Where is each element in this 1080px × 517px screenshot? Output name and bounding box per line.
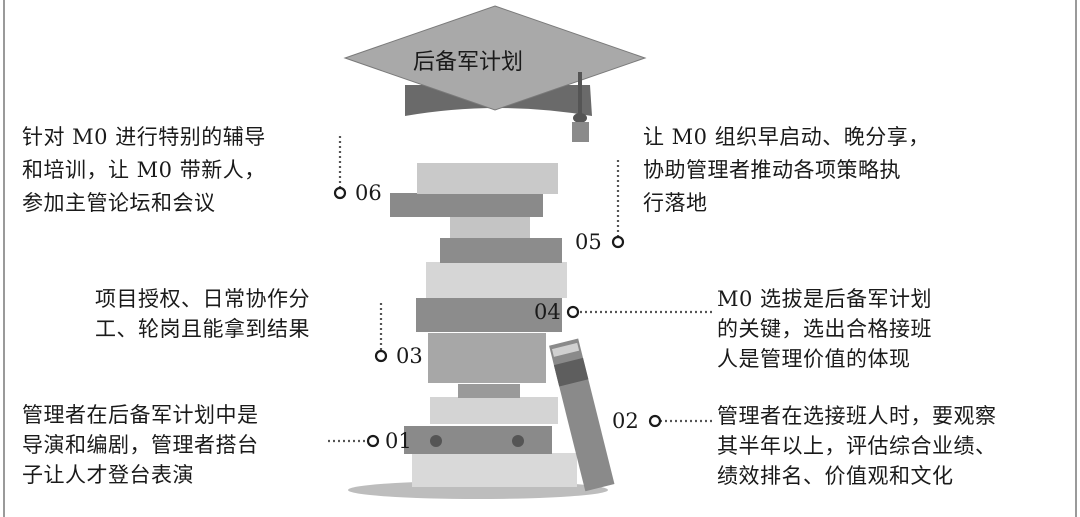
book-8 — [440, 238, 562, 263]
step-05-line-2: 协助管理者推动各项策略执 — [643, 158, 901, 182]
step-02-number: 02 — [612, 409, 639, 433]
book-4 — [458, 384, 520, 398]
step-04-line-2: 的关键，选出合格接班 — [717, 317, 932, 341]
step-03-number: 03 — [396, 344, 423, 368]
step-04-line-1: M0 选拔是后备军计划 — [717, 287, 933, 311]
cap-tassel — [572, 122, 589, 142]
book-2-dot-right — [512, 435, 524, 447]
right-border-line — [1075, 0, 1077, 517]
book-5 — [428, 333, 546, 383]
book-2 — [404, 426, 552, 454]
step-05-line-1: 让 M0 组织早启动、晚分享， — [643, 125, 930, 149]
step-03-line-1: 项目授权、日常协作分 — [95, 287, 310, 311]
endpoint-06 — [333, 186, 347, 200]
cap-title: 后备军计划 — [413, 50, 524, 75]
book-2-dot-left — [430, 435, 442, 447]
endpoint-05 — [611, 235, 625, 249]
step-02-line-1: 管理者在选接班人时，要观察 — [717, 404, 997, 428]
endpoint-03 — [374, 349, 388, 363]
cap-tassel-knot — [573, 113, 587, 123]
leaning-book — [549, 338, 615, 492]
step-05-number: 05 — [575, 230, 602, 254]
book-7 — [426, 262, 567, 298]
step-06-line-1: 针对 M0 进行特别的辅导 — [22, 125, 266, 149]
connector-endpoints — [333, 186, 662, 448]
connectors — [328, 136, 714, 443]
book-6 — [416, 298, 562, 332]
book-1 — [412, 453, 577, 487]
step-05-line-3: 行落地 — [643, 191, 708, 215]
book-9 — [450, 216, 530, 238]
cap-board — [343, 5, 647, 111]
step-04-number: 04 — [534, 300, 561, 324]
step-02-line-2: 其半年以上，评估综合业绩、 — [717, 434, 997, 458]
step-01-line-2: 导演和编剧，管理者搭台 — [22, 433, 259, 457]
step-01-line-3: 子让人才登台表演 — [22, 463, 194, 487]
step-01-number: 01 — [385, 429, 412, 453]
step-04-line-3: 人是管理价值的体现 — [717, 347, 911, 371]
step-06-line-2: 和培训，让 M0 带新人， — [22, 158, 266, 182]
book-11 — [417, 163, 558, 194]
endpoint-02 — [648, 414, 662, 428]
step-06-line-3: 参加主管论坛和会议 — [22, 191, 216, 215]
endpoint-04 — [566, 305, 580, 319]
step-06-number: 06 — [355, 181, 382, 205]
step-03-line-2: 工、轮岗且能拿到结果 — [95, 317, 310, 341]
book-3 — [430, 397, 558, 424]
step-01-line-1: 管理者在后备军计划中是 — [22, 403, 259, 427]
left-border-line — [3, 0, 5, 517]
book-10 — [390, 193, 543, 217]
endpoint-01 — [366, 434, 380, 448]
step-02-line-3: 绩效排名、价值观和文化 — [717, 464, 954, 488]
